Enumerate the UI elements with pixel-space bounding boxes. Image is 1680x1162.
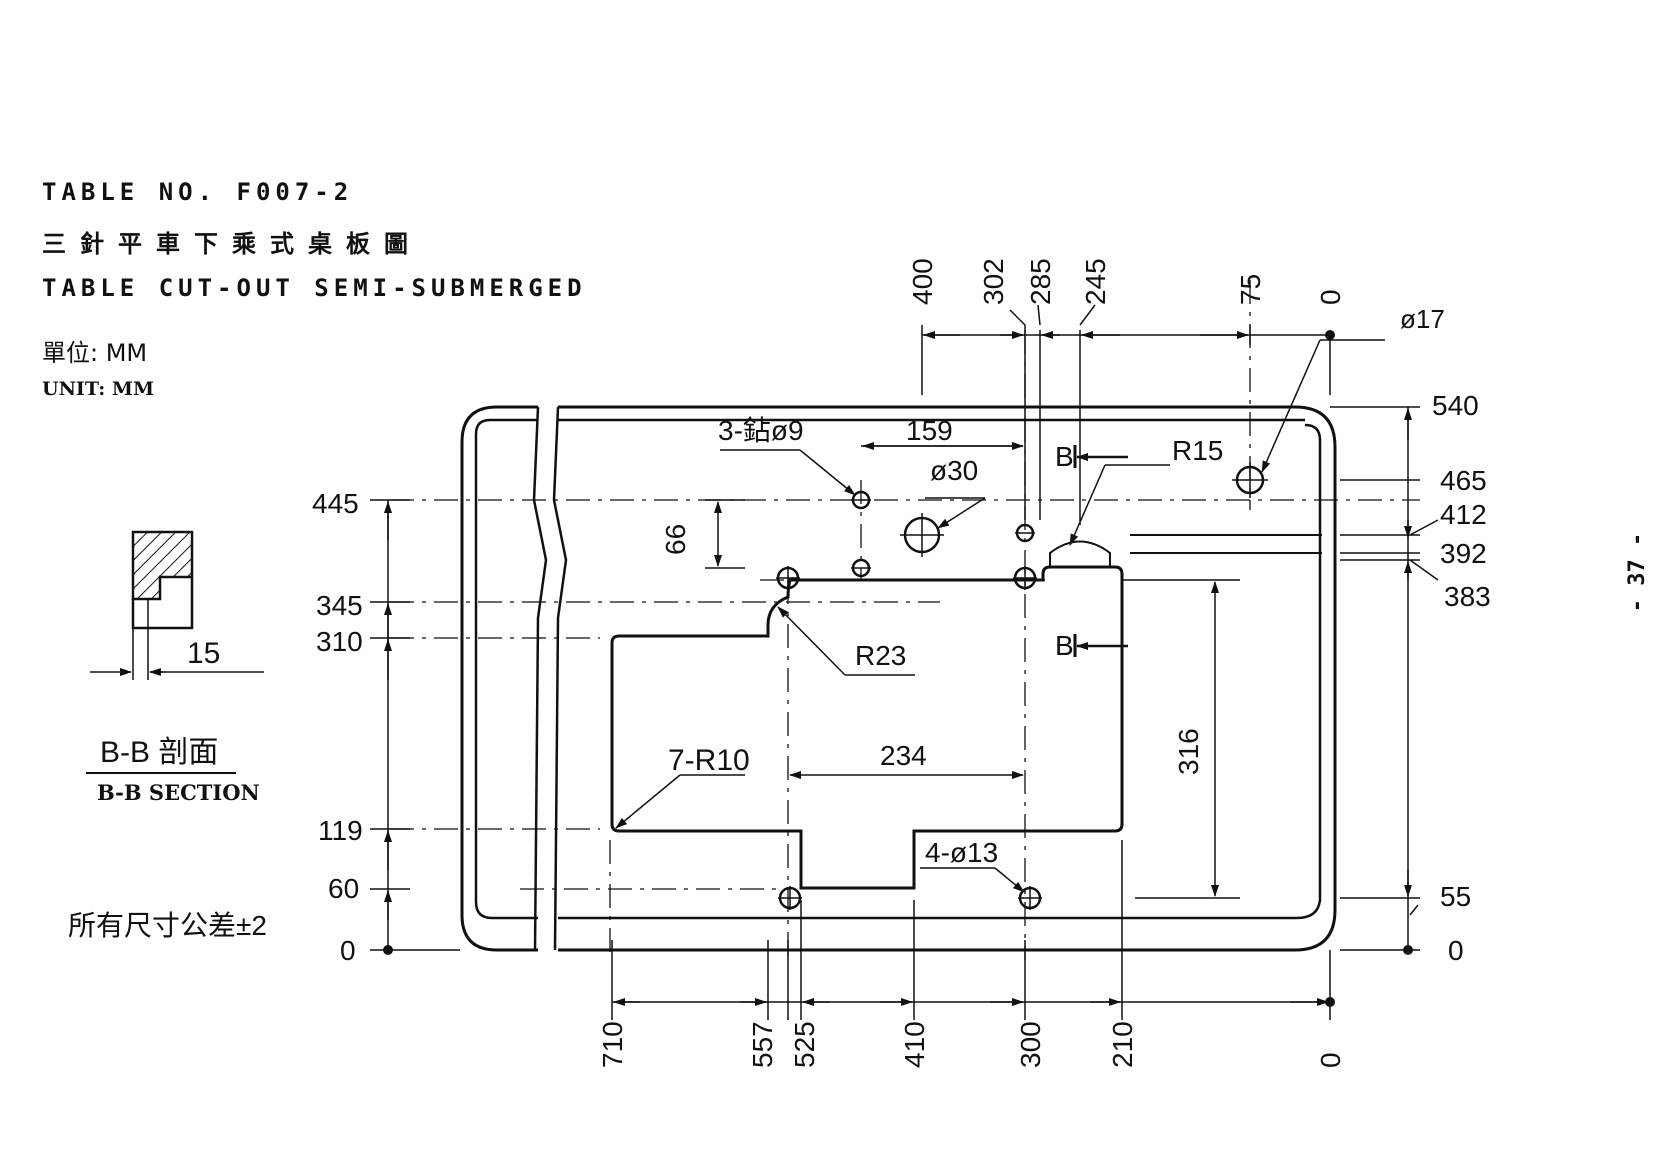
hole-13-c <box>778 886 802 910</box>
callout-r23: R23 <box>855 640 906 671</box>
right-dimension-lines <box>1330 407 1438 950</box>
dim-right-383: 383 <box>1444 581 1491 612</box>
callout-holes-13: 4-ø13 <box>925 837 998 868</box>
dim-right-465: 465 <box>1440 465 1487 496</box>
dim-right-0: 0 <box>1448 935 1464 966</box>
dim-top-245: 245 <box>1080 258 1111 305</box>
table-inner-left <box>476 420 538 918</box>
tolerance-note: 所有尺寸公差±2 <box>68 910 267 941</box>
dim-top-75: 75 <box>1235 274 1266 305</box>
dim-bottom-525: 525 <box>789 1021 820 1068</box>
top-dimension-lines <box>922 305 1330 525</box>
section-mark-top: B <box>1055 441 1074 472</box>
dim-top-400: 400 <box>907 258 938 305</box>
section-label-cn: B-B 剖面 <box>100 736 218 769</box>
dim-bottom-410: 410 <box>899 1021 930 1068</box>
callout-dim-66: 66 <box>660 524 691 555</box>
left-origin-dot <box>383 945 393 955</box>
callout-dim-234: 234 <box>880 740 927 771</box>
center-lines <box>390 280 1420 960</box>
dim-top-285: 285 <box>1025 258 1056 305</box>
table-break-2 <box>554 407 566 950</box>
dim-left-445: 445 <box>312 488 359 519</box>
dim-left-310: 310 <box>316 626 363 657</box>
hole-13-a <box>776 566 800 590</box>
table-outline <box>462 407 1335 950</box>
dim-right-392: 392 <box>1440 538 1487 569</box>
right-origin-dot <box>1403 945 1413 955</box>
cutout-outline <box>612 567 1122 888</box>
dim-right-55: 55 <box>1440 881 1471 912</box>
section-mark-bottom: B <box>1055 630 1074 661</box>
dim-left-345: 345 <box>316 590 363 621</box>
callout-hole-17: ø17 <box>1400 304 1445 334</box>
callout-r10: 7-R10 <box>668 744 750 777</box>
callout-r15: R15 <box>1172 435 1223 466</box>
dim-bottom-300: 300 <box>1015 1021 1046 1068</box>
dim-top-302: 302 <box>978 258 1009 305</box>
callout-hole-30: ø30 <box>930 455 978 486</box>
dim-left-119: 119 <box>318 815 363 846</box>
cutout-upper-groove <box>1050 542 1110 568</box>
bottom-origin-dot <box>1325 997 1335 1007</box>
dim-right-412: 412 <box>1440 499 1487 530</box>
section-dim-15: 15 <box>187 637 220 670</box>
dim-bottom-210: 210 <box>1107 1021 1138 1068</box>
hole-17 <box>1232 462 1268 498</box>
callout-holes-9: 3-鉆ø9 <box>718 415 804 446</box>
dim-left-0: 0 <box>340 935 356 966</box>
table-left-segment <box>462 407 538 950</box>
dim-bottom-0: 0 <box>1315 1052 1346 1068</box>
left-dimension-lines <box>370 500 460 950</box>
table-break-1 <box>534 407 546 950</box>
holes <box>776 462 1268 910</box>
dim-top-0: 0 <box>1315 289 1346 305</box>
top-origin-dot <box>1325 330 1335 340</box>
dim-bottom-710: 710 <box>597 1021 628 1068</box>
hole-13-b <box>1013 566 1037 590</box>
section-hatch <box>133 532 192 599</box>
dim-left-60: 60 <box>328 873 359 904</box>
callout-dim-316: 316 <box>1173 728 1204 775</box>
dim-bottom-557: 557 <box>747 1021 778 1068</box>
section-label-en: B-B SECTION <box>97 780 260 805</box>
callout-dim-159: 159 <box>906 415 953 446</box>
hole-30 <box>900 513 944 557</box>
dim-right-540: 540 <box>1432 390 1479 421</box>
